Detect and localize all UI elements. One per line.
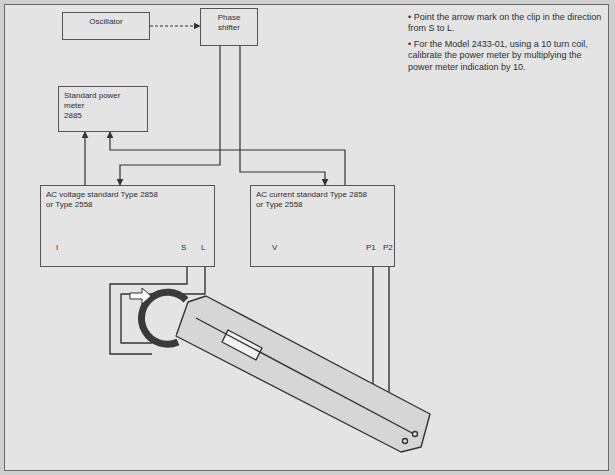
oscillator-box: Oscillator [62, 12, 150, 40]
arrow-mark [130, 288, 151, 304]
current-standard-box: AC current standard Type 2858 or Type 25… [250, 185, 395, 267]
meter-jack [403, 439, 408, 444]
clamp-meter-body [176, 296, 430, 452]
signal-connector [150, 25, 200, 26]
box-title: Standard power meter [64, 91, 142, 111]
box-title: Phase shifter [206, 13, 252, 33]
note-text: • Point the arrow mark on the clip in th… [408, 12, 603, 35]
terminal-name: L [201, 243, 205, 253]
terminal-name: S [181, 243, 186, 253]
signal-connector [84, 132, 85, 185]
power-meter-box: Standard power meter2885 [58, 86, 148, 132]
model-number: 2885 [64, 111, 142, 121]
terminal-name: P1 [366, 243, 376, 253]
meter-jack [413, 432, 418, 437]
box-title: AC voltage standard Type 2858 or Type 25… [46, 190, 158, 210]
signal-connector [240, 46, 325, 185]
phase-shifter-box: Phase shifter [200, 8, 258, 46]
clamp-jaw-inner [148, 298, 182, 336]
box-title: Oscillator [68, 17, 144, 27]
box-title: AC current standard Type 2858 or Type 25… [256, 190, 368, 210]
meter-edge [196, 318, 414, 434]
terminal-name: P2 [383, 243, 393, 253]
note-text: • For the Model 2433-01, using a 10 turn… [408, 39, 603, 73]
terminal-name: I [56, 243, 58, 253]
voltage-standard-box: AC voltage standard Type 2858 or Type 25… [40, 185, 215, 267]
terminal-name: V [272, 243, 277, 253]
clamp-jaw [141, 292, 186, 344]
signal-connector [110, 132, 345, 185]
